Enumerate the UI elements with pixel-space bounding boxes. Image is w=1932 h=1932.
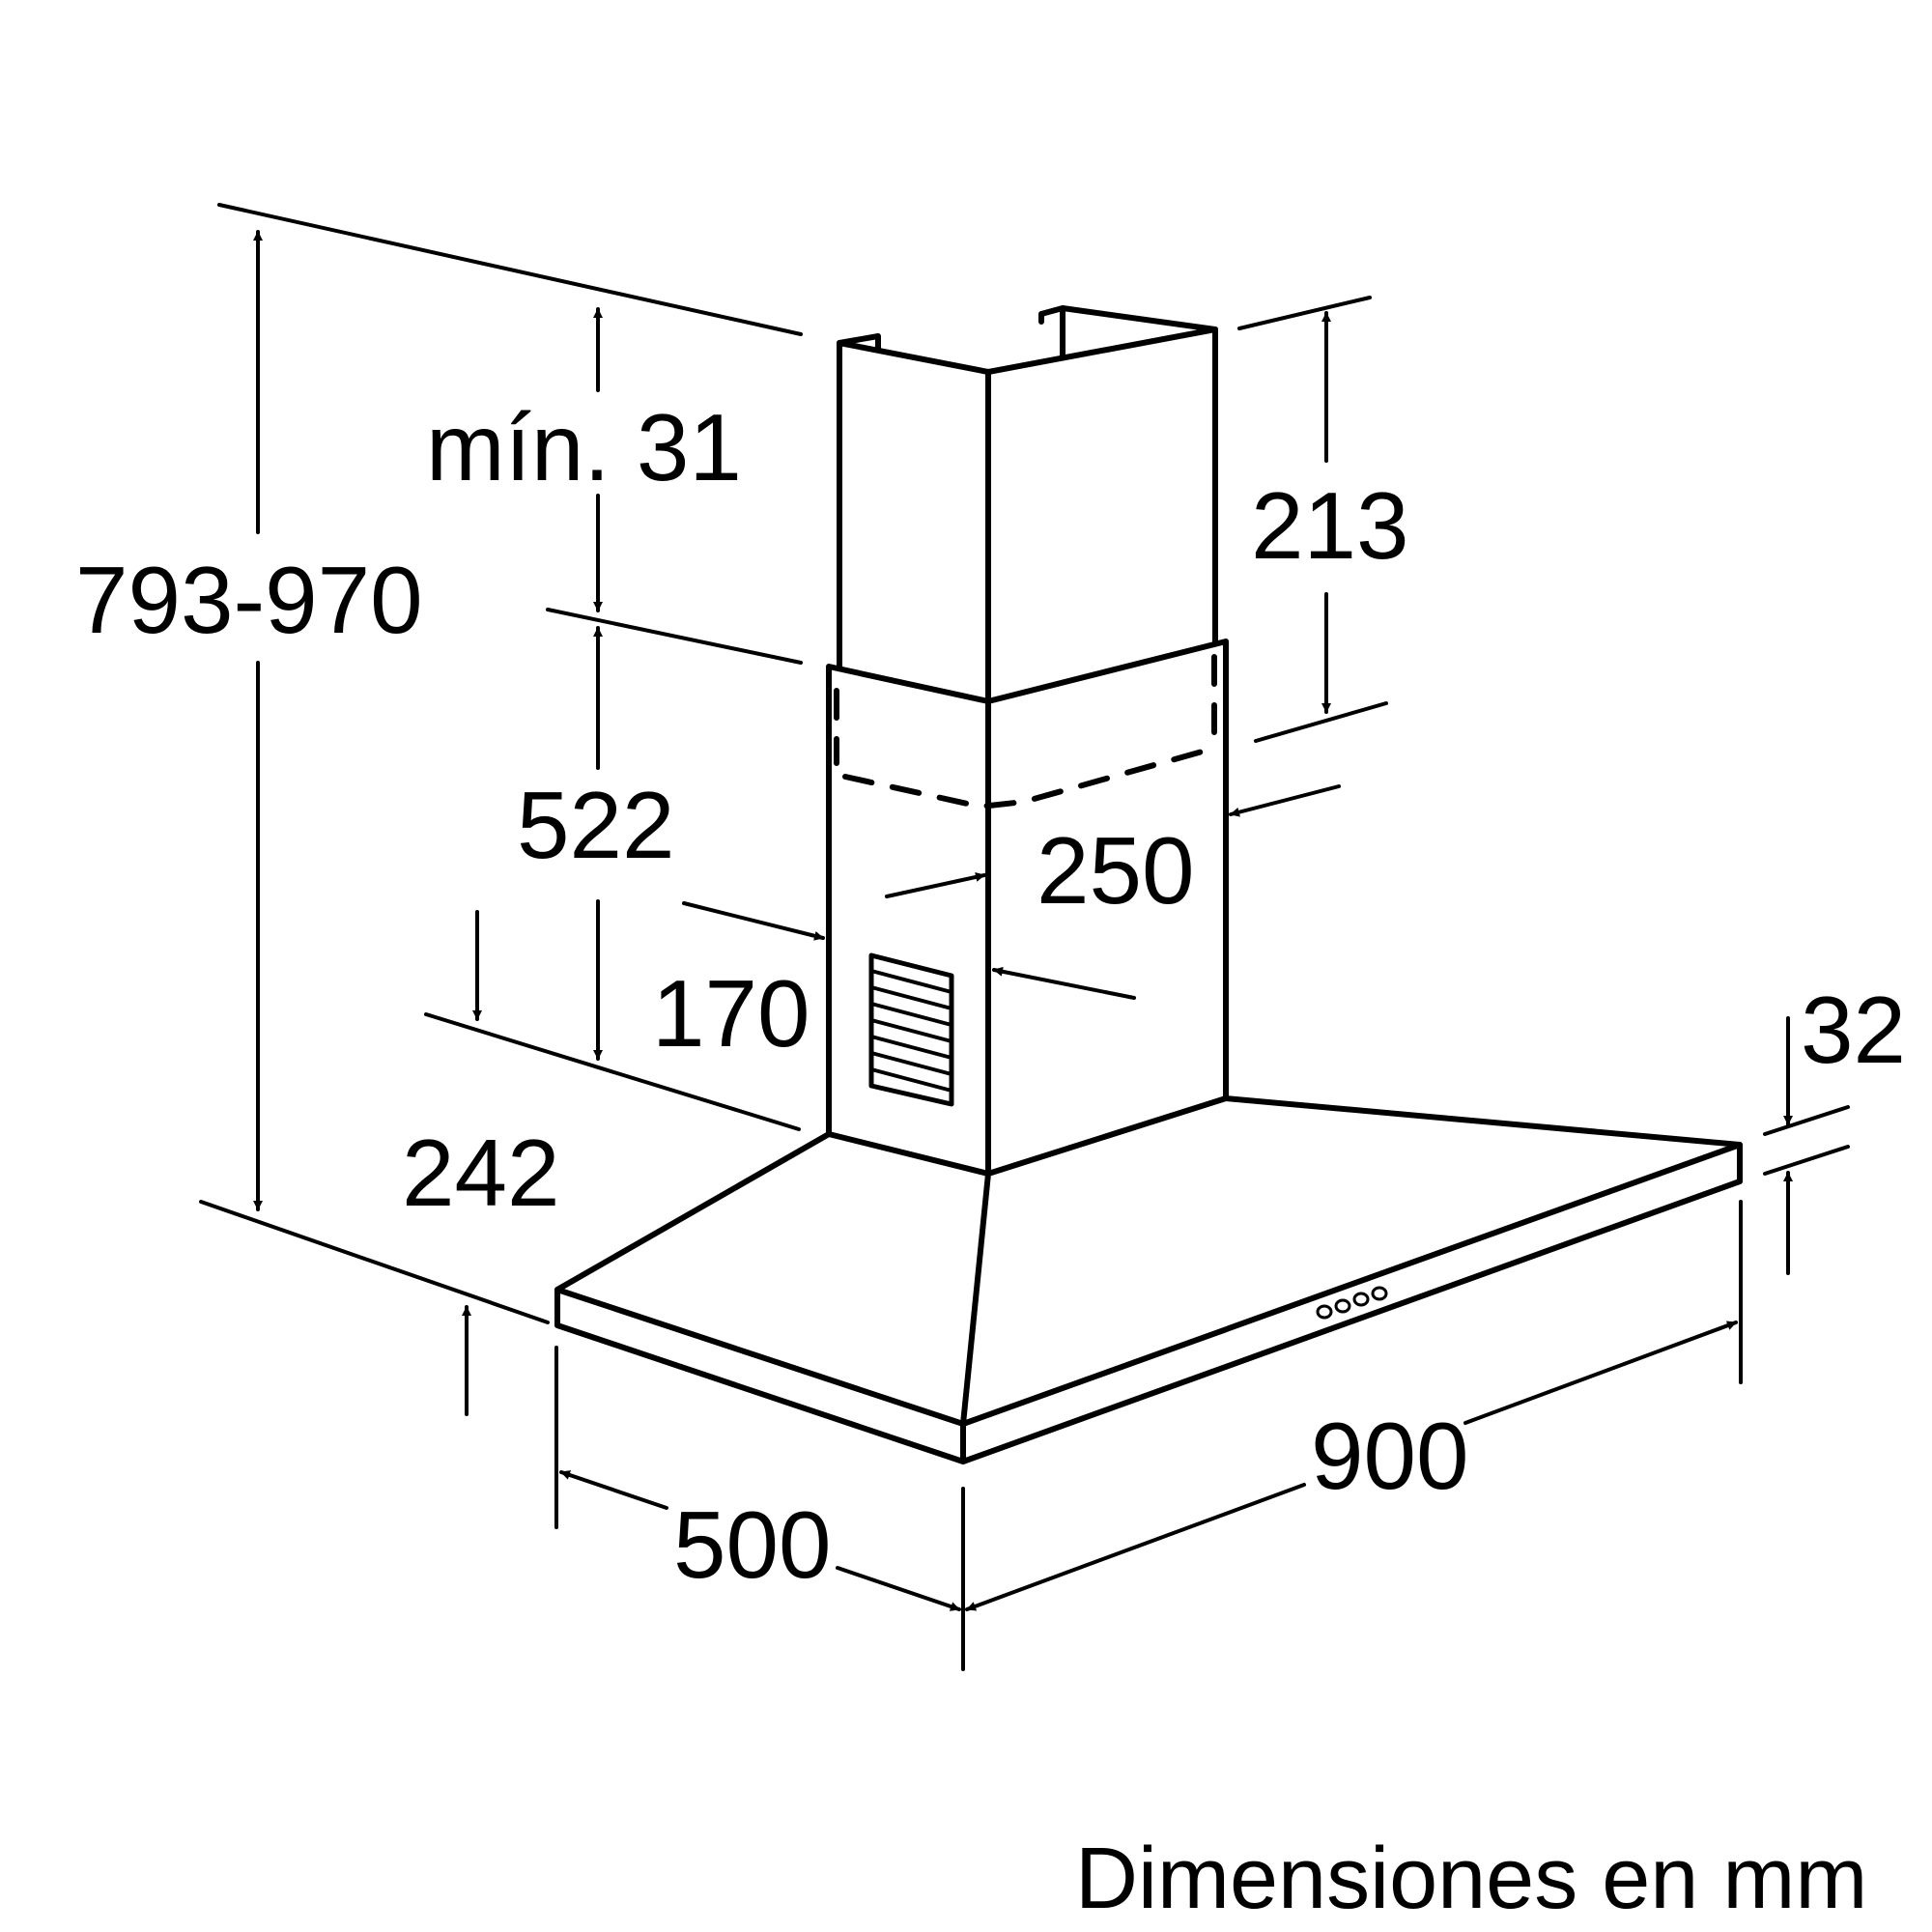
label-hood-depth: 500: [673, 1492, 832, 1598]
label-chimney-depth: 170: [652, 960, 810, 1066]
label-min-gap: mín. 31: [426, 394, 742, 500]
vent-grille-icon: [868, 952, 954, 1107]
dimension-chimney-depth: 170: [652, 872, 986, 1066]
dimension-hood-depth: 500: [554, 1346, 965, 1671]
dimension-upper-overlap: 213: [1237, 296, 1409, 743]
dimension-hood-thickness: 32: [1763, 977, 1906, 1275]
canopy: [554, 1095, 1743, 1464]
dimension-hood-width: 900: [965, 1200, 1743, 1611]
dimension-lower-chimney: 522: [424, 626, 801, 1131]
control-buttons: [1316, 1286, 1388, 1320]
label-hood-width: 900: [1311, 1403, 1469, 1509]
chimney-bracket-right: [1038, 305, 1218, 332]
label-total-height: 793-970: [75, 547, 423, 653]
dimension-chimney-width: 250: [992, 784, 1341, 1000]
dimension-total-height: 793-970: [75, 203, 803, 1324]
label-hood-thickness: 32: [1801, 977, 1906, 1083]
dimension-canopy-height: 242: [402, 910, 560, 1416]
units-caption: Dimensiones en mm: [1075, 1831, 1867, 1927]
chimney-bracket-left: [837, 333, 881, 353]
label-canopy-height: 242: [402, 1120, 560, 1226]
upper-chimney: [837, 305, 1218, 704]
dimension-min-gap: mín. 31: [426, 307, 803, 665]
label-chimney-width: 250: [1037, 817, 1195, 923]
label-upper-overlap: 213: [1251, 472, 1409, 579]
label-lower-chimney: 522: [517, 772, 675, 878]
